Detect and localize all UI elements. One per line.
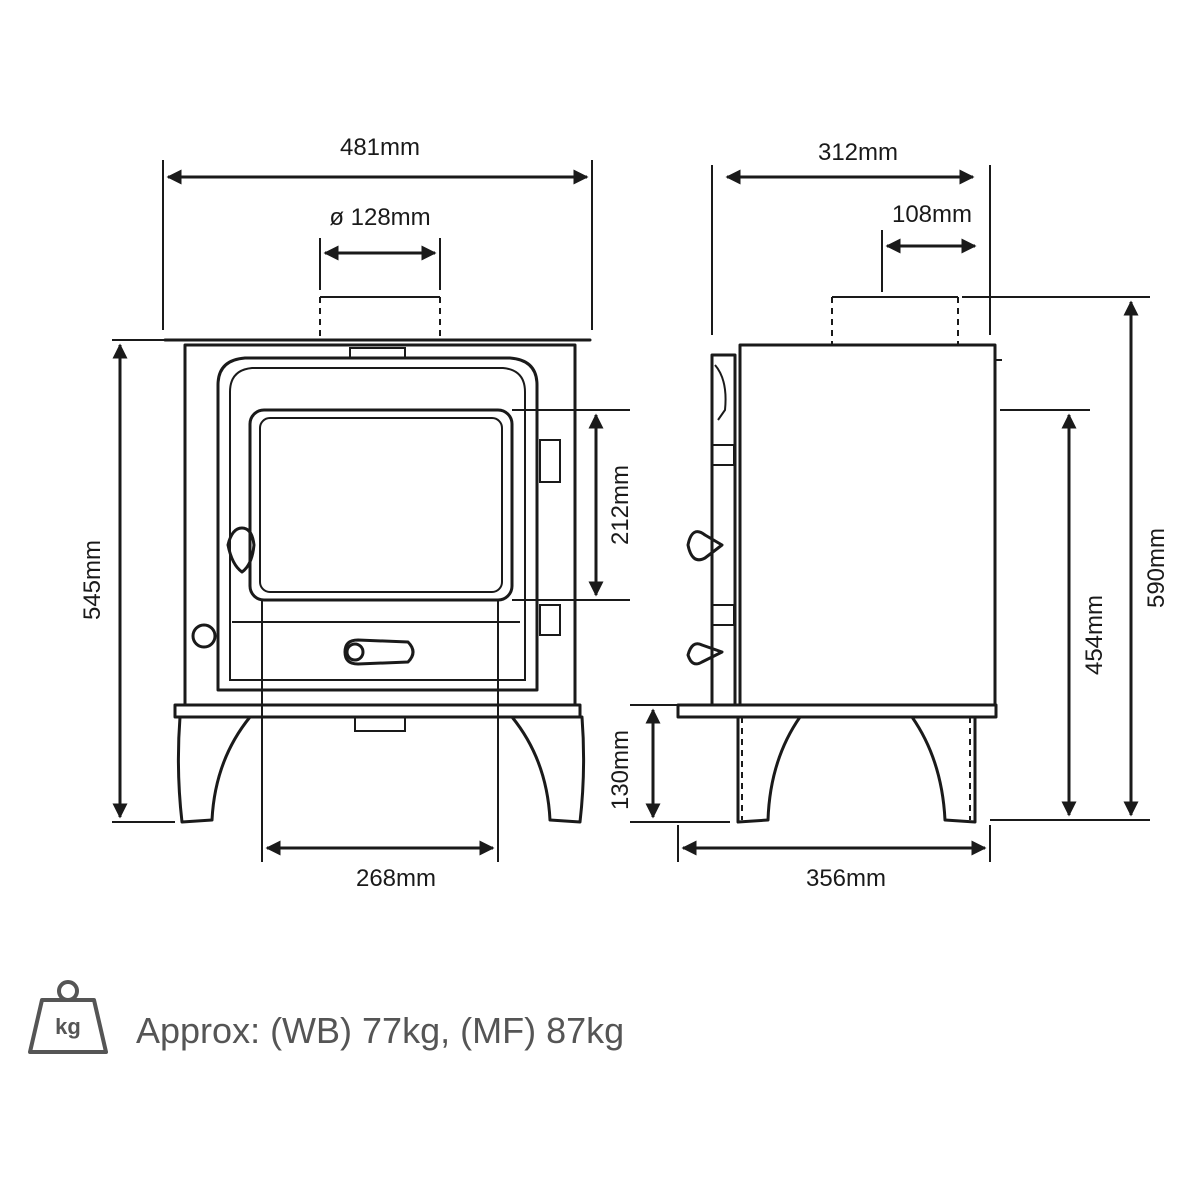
- weight-icon-label: kg: [55, 1014, 81, 1039]
- ashpan-knob: [345, 642, 365, 662]
- side-hinge-lower: [711, 604, 735, 626]
- front-door-frame-inner: [229, 367, 526, 681]
- air-control-knob: [191, 623, 217, 649]
- label-front-height: 545mm: [79, 540, 106, 620]
- side-door-handle: [686, 530, 724, 562]
- label-side-depth: 312mm: [818, 139, 898, 166]
- dimension-arrows: [112, 169, 1139, 856]
- front-top-ornament: [349, 347, 406, 359]
- front-body: [183, 343, 577, 707]
- label-base-depth: 356mm: [806, 865, 886, 892]
- side-leg-right: [910, 715, 977, 824]
- hinge-lower: [539, 604, 561, 636]
- side-body: [738, 343, 997, 707]
- front-base-lip: [354, 716, 406, 732]
- dimension-labels: 481mm ø 128mm 545mm 212mm 268mm 312mm 10…: [79, 134, 1170, 892]
- side-leg-left: [736, 715, 802, 824]
- label-body-height: 454mm: [1081, 595, 1108, 675]
- side-base-plate: [676, 703, 998, 719]
- label-front-width: 481mm: [340, 134, 420, 161]
- side-hinge-upper: [711, 444, 735, 466]
- label-door-height: 212mm: [607, 465, 634, 545]
- side-door-profile: [710, 353, 737, 707]
- hinge-upper: [539, 439, 561, 483]
- label-flue-diameter: ø 128mm: [329, 204, 430, 231]
- weight-note: Approx: (WB) 77kg, (MF) 87kg: [136, 1010, 625, 1051]
- side-view: [676, 296, 1002, 824]
- front-door-frame: [216, 356, 539, 692]
- front-glass-inner: [259, 417, 503, 593]
- extension-lines: [112, 160, 1150, 862]
- side-air-control: [686, 642, 724, 666]
- front-base-plate: [173, 703, 582, 719]
- door-latch: [226, 526, 256, 574]
- front-view: [163, 296, 592, 824]
- label-overall-height: 590mm: [1143, 528, 1170, 608]
- weight-icon: kg: [28, 980, 108, 1054]
- label-door-width: 268mm: [356, 865, 436, 892]
- label-flue-offset: 108mm: [892, 201, 972, 228]
- front-leg-right: [510, 715, 586, 824]
- ashpan-handle: [343, 638, 415, 666]
- side-door-curve: [714, 364, 727, 421]
- front-leg-left: [176, 715, 252, 824]
- front-glass-window: [248, 408, 514, 602]
- label-leg-height: 130mm: [607, 730, 634, 810]
